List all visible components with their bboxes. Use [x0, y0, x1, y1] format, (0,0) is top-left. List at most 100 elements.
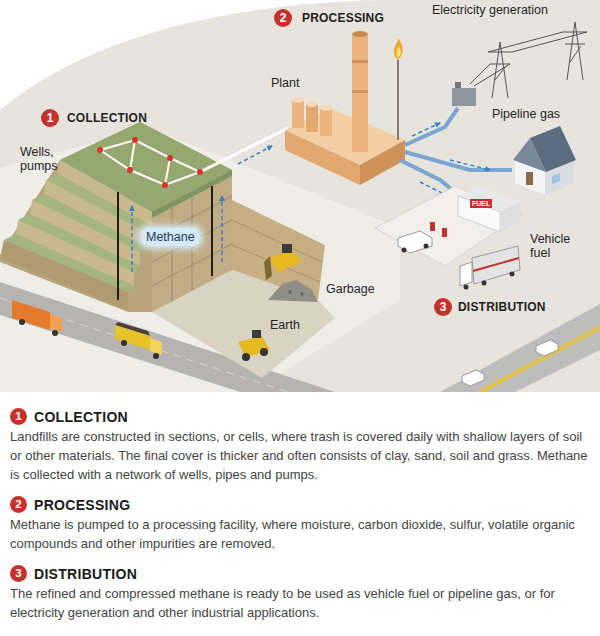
road-center-line [478, 326, 600, 392]
road-center-line [482, 329, 600, 392]
methane-arrow [131, 206, 133, 272]
car [536, 340, 558, 356]
pylons [470, 22, 587, 98]
part-label: Plant [271, 76, 300, 90]
landfill-illustration [0, 0, 600, 392]
callout-digit: 2 [15, 498, 21, 510]
well-head [132, 137, 138, 143]
gas-pipe [130, 140, 135, 170]
tank [306, 104, 318, 132]
section-title: DISTRIBUTION [458, 300, 546, 314]
sign-text: FUEL [470, 199, 492, 208]
wheel [464, 285, 469, 290]
well-head [167, 155, 173, 161]
pit-floor [152, 270, 335, 378]
wheel [153, 353, 159, 359]
wheel [482, 281, 487, 286]
wheel [19, 319, 25, 325]
pylon-arm [488, 52, 512, 53]
station-side [500, 202, 520, 232]
chimney-band [352, 60, 368, 63]
flow-arrow [450, 160, 490, 170]
pylon-brace [495, 66, 506, 80]
cell-line [212, 186, 213, 281]
tank-top [306, 101, 318, 107]
house-door [526, 172, 533, 185]
methane-arrow [221, 196, 223, 262]
callout-digit: 1 [47, 111, 54, 125]
substation [452, 88, 476, 106]
garbage-bit [301, 293, 304, 296]
station-building [458, 196, 500, 232]
pylon-arm [490, 64, 510, 65]
well-pipe [211, 186, 213, 276]
road [440, 304, 600, 392]
fuel-pump [442, 228, 447, 237]
tank-top [320, 105, 332, 111]
chimney-top [352, 31, 368, 37]
main-gas-pipe [200, 128, 288, 172]
gas-pipe [165, 158, 170, 185]
loader-cab [252, 330, 261, 338]
wheel [424, 244, 429, 249]
car [398, 231, 432, 253]
power-wire [474, 64, 510, 86]
section-title: PROCESSING [302, 11, 384, 25]
tank-top [292, 97, 304, 103]
flow-arrow [412, 123, 440, 136]
gas-pipe [100, 140, 200, 172]
text-sections: 1 COLLECTION Landfills are constructed in … [10, 408, 592, 634]
gas-pipe [100, 150, 200, 185]
ground [0, 0, 600, 392]
garbage-pile [268, 280, 318, 302]
section-body: Landfills are constructed in sections, o… [10, 427, 592, 484]
flare-flame [394, 38, 403, 60]
power-wire [512, 32, 587, 52]
callout-number: 3 [10, 565, 27, 582]
tanker-cab [460, 262, 472, 286]
cell-line [172, 207, 173, 302]
truck-cab [150, 338, 162, 355]
tanker-stripe [473, 258, 519, 271]
fuel-pump [430, 222, 435, 231]
garbage-truck [12, 300, 50, 330]
callout-digit: 1 [15, 410, 21, 422]
car [462, 370, 484, 386]
callout-number: 2 [10, 496, 27, 513]
dozer-cab [282, 244, 292, 253]
flare-stack [397, 60, 399, 140]
landfill-earth [0, 122, 232, 312]
wheel [260, 348, 268, 356]
plant-wall [285, 130, 360, 185]
tank [320, 108, 332, 136]
callout-digit: 3 [15, 567, 21, 579]
part-label: Methane [141, 228, 200, 246]
section-body: The refined and compressed methane is re… [10, 584, 592, 622]
callout-number: 3 [434, 298, 452, 316]
part-label: Earth [268, 318, 302, 332]
section-heading-row: 1 COLLECTION [10, 408, 592, 425]
garbage-bit [289, 291, 292, 294]
part-label: Vehicle fuel [530, 232, 578, 260]
well-head [97, 147, 103, 153]
chimney-band [352, 90, 368, 93]
power-wire [488, 32, 563, 52]
flow-arrow [238, 146, 272, 164]
section-heading: DISTRIBUTION [34, 566, 137, 582]
section-block: 3 DISTRIBUTION The refined and compressed … [10, 565, 592, 622]
tanks [292, 97, 332, 136]
chimney [352, 34, 368, 152]
power-wire [470, 64, 490, 84]
callout-number: 2 [274, 9, 292, 27]
transformer [455, 82, 461, 88]
section-heading: PROCESSING [34, 497, 130, 513]
section-block: 2PROCESSINGMethane is pumped to a proces… [10, 496, 592, 553]
part-label: Pipeline gas [492, 107, 560, 121]
dozer-blade [264, 256, 272, 280]
house-roof [530, 126, 576, 172]
section-block: 1 COLLECTION Landfills are constructed in … [10, 408, 592, 484]
well-pipe [117, 192, 119, 300]
terrace-base [0, 240, 128, 310]
wheel [242, 353, 250, 361]
section-heading: COLLECTION [34, 409, 128, 425]
